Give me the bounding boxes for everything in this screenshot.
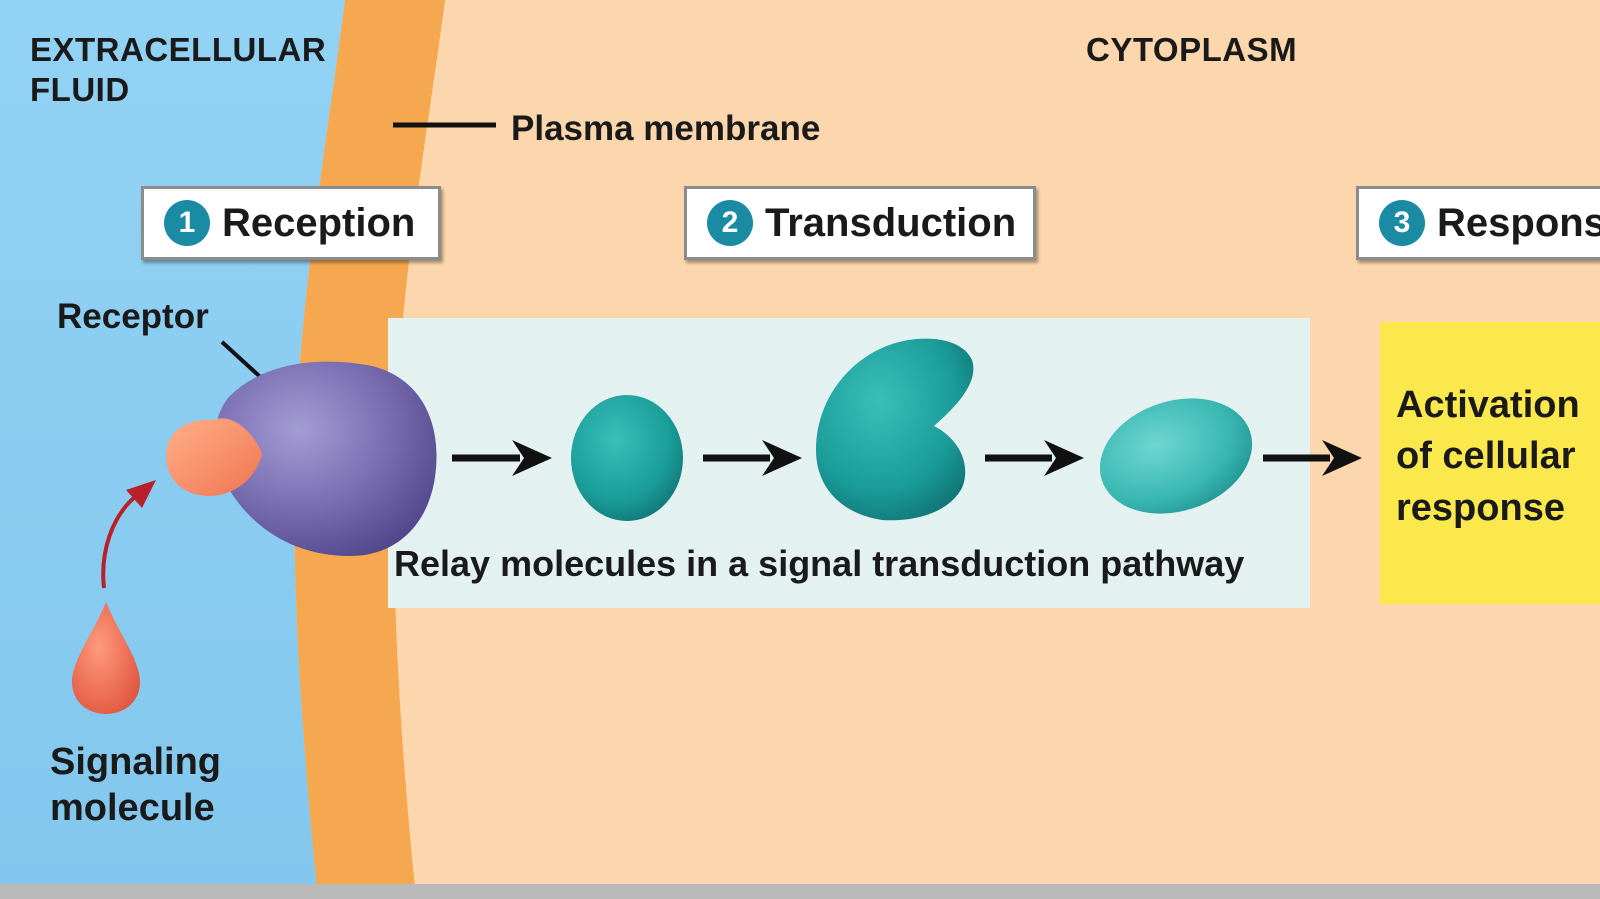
plasma-membrane-label: Plasma membrane	[511, 109, 821, 148]
extracellular-fluid-label: EXTRACELLULAR FLUID	[30, 31, 327, 108]
relay-molecule-3	[1099, 398, 1253, 514]
relay-molecule-2	[816, 338, 974, 521]
step-3-badge: 3	[1379, 200, 1425, 246]
binding-arrow	[101, 494, 138, 589]
step-1-label: Reception	[222, 200, 416, 245]
response-text: Activation of cellular response	[1396, 384, 1580, 529]
relay-molecules-caption: Relay molecules in a signal transduction…	[394, 543, 1245, 584]
bottom-bar	[0, 884, 1600, 899]
step-response: 3 Response	[1356, 186, 1600, 260]
step-2-label: Transduction	[765, 200, 1017, 245]
pathway-arrow-4	[1263, 440, 1362, 476]
pathway-arrow-3	[985, 440, 1084, 476]
signaling-molecule	[72, 602, 140, 714]
pathway-arrow-2	[703, 440, 802, 476]
receptor-protein	[214, 361, 437, 556]
step-transduction: 2 Transduction	[684, 186, 1036, 260]
step-3-label: Response	[1437, 200, 1600, 245]
step-reception: 1 Reception	[141, 186, 441, 260]
cytoplasm-label: CYTOPLASM	[1086, 31, 1298, 68]
signaling-molecule-label: Signaling molecule	[50, 741, 221, 829]
response-panel	[1380, 322, 1600, 604]
receptor-label: Receptor	[57, 297, 209, 336]
relay-molecule-1	[571, 395, 683, 521]
pathway-arrow-1	[452, 440, 552, 476]
step-2-badge: 2	[707, 200, 753, 246]
step-1-badge: 1	[164, 200, 210, 246]
bound-ligand	[166, 418, 262, 496]
binding-arrowhead	[126, 480, 156, 508]
